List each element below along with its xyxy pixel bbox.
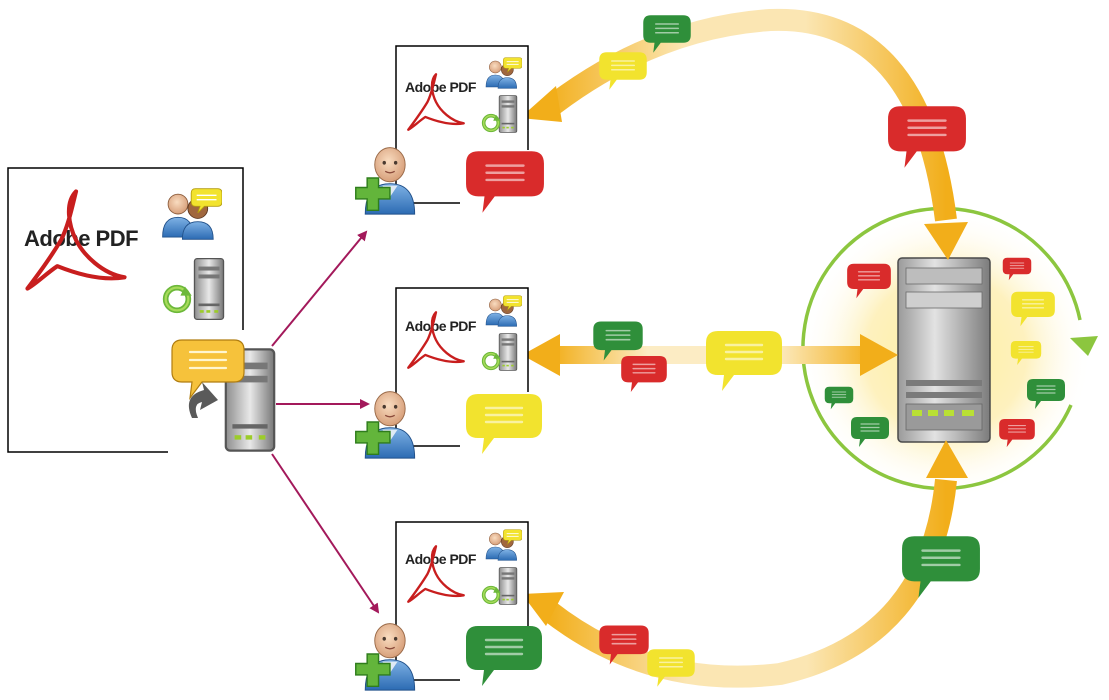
- sync-arrow-top: [520, 8, 968, 260]
- distribution-arrow-bottom: [271, 453, 380, 614]
- central-server: [800, 206, 1098, 500]
- server-icon: [498, 333, 518, 371]
- reviewer-comment-red: [464, 149, 546, 215]
- distribution-arrow-top: [271, 230, 368, 347]
- server-sync-ring: [801, 206, 1082, 491]
- reviewer-document-2: Adobe PDF: [355, 287, 544, 459]
- comment-bubble-yellow: [704, 329, 784, 393]
- sync-arrow-bottom: [522, 440, 982, 688]
- reviewer-document-1: Adobe PDF: [355, 45, 546, 215]
- reviewer-document-label: Adobe PDF: [405, 551, 477, 567]
- server-icon: [498, 567, 518, 605]
- reviewer-document-label: Adobe PDF: [405, 318, 477, 334]
- reviewer-document-3: Adobe PDF: [355, 521, 544, 691]
- server-icon: [193, 257, 225, 321]
- reviewer-comment-green: [464, 624, 544, 688]
- comment-server-icon: [171, 339, 276, 452]
- server-sync-ring-arrowhead: [1070, 336, 1098, 356]
- reviewer-comment-yellow: [464, 392, 544, 456]
- source-document: Adobe PDF: [7, 167, 244, 453]
- reviewer-document-label: Adobe PDF: [405, 79, 477, 95]
- comment-server-tower-icon: [897, 257, 991, 443]
- server-icon: [498, 95, 518, 133]
- comment-bubble-red: [620, 355, 668, 393]
- comment-bubble-yellow: [598, 51, 648, 91]
- sync-arrow-middle: [522, 320, 898, 393]
